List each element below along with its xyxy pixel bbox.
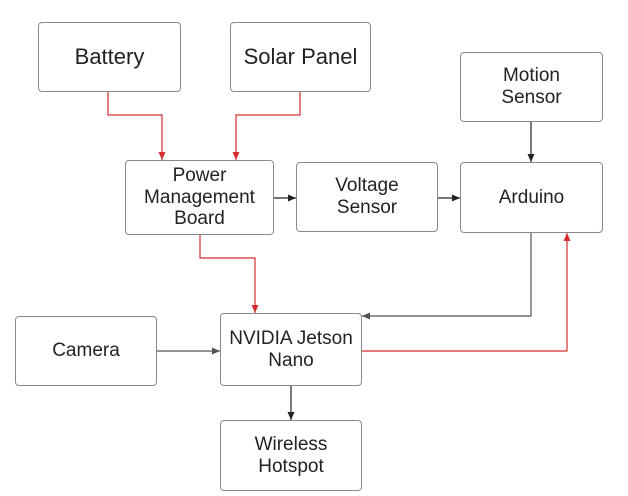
connector-battery-to-power-management-board	[107, 92, 166, 160]
connector-motion-sensor-to-arduino	[527, 122, 535, 162]
connector-line	[362, 233, 568, 352]
battery-node: Battery	[38, 22, 181, 92]
motion-sensor-label: Motion Sensor	[501, 65, 562, 108]
arrowhead	[251, 305, 259, 313]
arrowhead	[527, 154, 535, 162]
arrowhead	[362, 312, 370, 320]
connector-solar-panel-to-power-management-board	[232, 92, 301, 160]
wireless-hotspot-label: Wireless Hotspot	[254, 433, 328, 477]
connector-jetson-to-wireless-hotspot	[287, 386, 295, 420]
arrowhead	[452, 194, 460, 202]
connector-jetson-to-arduino	[362, 233, 571, 352]
voltage-sensor-label: Voltage Sensor	[335, 175, 399, 218]
arrowhead	[212, 347, 220, 355]
connector-power-management-board-to-jetson	[199, 235, 259, 313]
arduino-node: Arduino	[460, 162, 603, 233]
arrowhead	[232, 152, 240, 160]
connector-voltage-sensor-to-arduino	[438, 194, 460, 202]
power-management-board-node: Power Management Board	[125, 160, 274, 235]
jetson-nano-node: NVIDIA Jetson Nano	[220, 313, 362, 386]
camera-label: Camera	[52, 340, 120, 362]
arrowhead	[158, 152, 166, 160]
connector-line	[199, 235, 256, 313]
arrowhead	[288, 194, 296, 202]
arrowhead	[287, 412, 295, 420]
connector-line	[235, 92, 301, 160]
motion-sensor-node: Motion Sensor	[460, 52, 603, 122]
voltage-sensor-node: Voltage Sensor	[296, 162, 438, 232]
connector-line	[362, 233, 532, 317]
solar-panel-label: Solar Panel	[243, 44, 358, 70]
connector-power-management-board-to-voltage-sensor	[274, 194, 296, 202]
wireless-hotspot-node: Wireless Hotspot	[220, 420, 362, 491]
connector-camera-to-jetson	[157, 347, 220, 355]
solar-panel-node: Solar Panel	[230, 22, 371, 92]
connector-line	[107, 92, 163, 160]
arrowhead	[563, 233, 571, 241]
camera-node: Camera	[15, 316, 157, 386]
battery-label: Battery	[74, 44, 145, 70]
power-management-board-label: Power Management Board	[144, 164, 255, 230]
arduino-label: Arduino	[498, 186, 565, 208]
jetson-nano-label: NVIDIA Jetson Nano	[229, 327, 353, 371]
connector-arduino-to-jetson	[362, 233, 532, 320]
